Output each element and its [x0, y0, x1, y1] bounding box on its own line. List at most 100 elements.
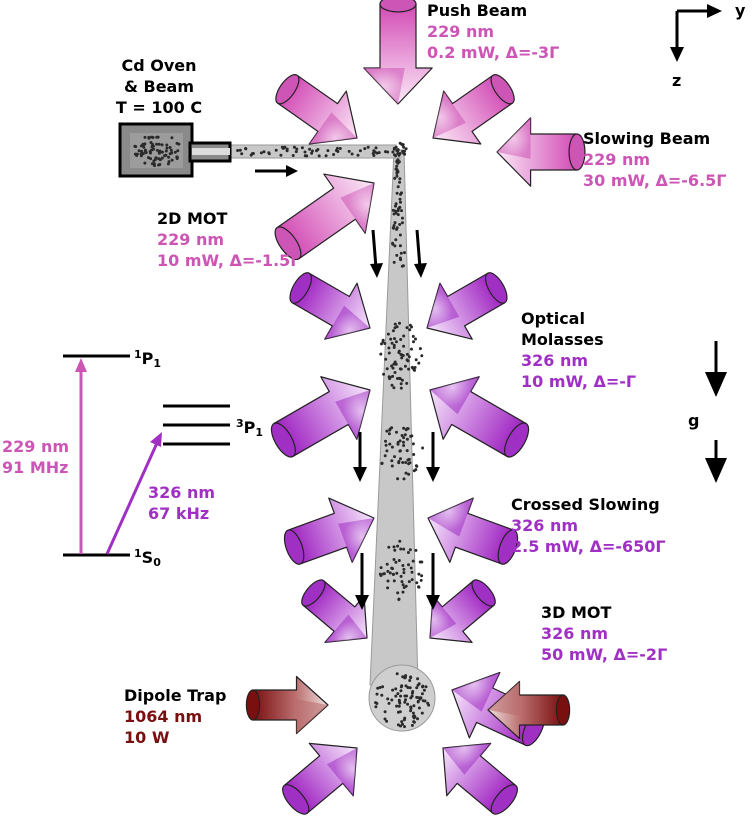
dipole-trap-label: Dipole Trap 1064 nm 10 W	[124, 686, 227, 747]
atom-dot	[381, 340, 385, 343]
atom-dot	[411, 334, 415, 338]
atom-dot	[399, 200, 402, 204]
atom-dot	[395, 325, 399, 329]
atom-dot	[399, 192, 402, 196]
atom-dot	[420, 354, 424, 358]
atom-dot	[405, 352, 409, 356]
atom-dot	[394, 340, 398, 344]
atom-dot	[392, 545, 396, 549]
atom-dot	[391, 567, 394, 571]
atom-dot	[149, 141, 153, 144]
atom-dot	[426, 701, 430, 705]
atom-dot	[398, 205, 402, 209]
atom-dot	[404, 584, 408, 588]
atom-dot	[396, 152, 400, 155]
atom-dot	[393, 371, 397, 374]
atom-dot	[394, 238, 398, 242]
atom-dot	[419, 578, 423, 582]
push-beam-label: Push Beam 229 nm 0.2 mW, Δ=-3Γ	[427, 1, 560, 62]
atom-dot	[405, 381, 409, 385]
atom-dot	[424, 685, 428, 689]
atom-dot	[420, 574, 424, 578]
atom-dots	[133, 135, 431, 729]
crossed-beam-right	[427, 497, 519, 565]
atom-dot	[274, 148, 278, 152]
atom-dot	[279, 153, 283, 157]
atom-dot	[394, 694, 398, 698]
atom-dot	[417, 572, 421, 576]
atom-dot	[408, 679, 412, 682]
atom-dot	[168, 146, 172, 149]
atom-dot	[395, 226, 399, 230]
atom-dot	[394, 202, 398, 206]
atom-dot	[294, 150, 298, 154]
atom-dot	[396, 692, 400, 696]
atom-dot	[303, 150, 307, 154]
atom-dot	[402, 426, 406, 430]
atom-dot	[404, 698, 407, 702]
atom-dot	[401, 675, 405, 679]
atom-dot	[142, 145, 146, 149]
dipole-beam-right	[487, 680, 571, 740]
atom-dot	[295, 147, 299, 151]
level-label-1s0: 1S0	[134, 547, 161, 569]
atom-dot	[412, 720, 416, 724]
atom-dot	[395, 672, 399, 676]
atom-dot	[379, 352, 383, 356]
molasses-beam-upper-right	[426, 272, 508, 340]
atom-dot	[420, 692, 424, 696]
atom-dot	[168, 152, 172, 156]
atom-dot	[409, 676, 413, 680]
atom-dot	[392, 224, 396, 227]
mot3d-beam-lower-right	[442, 742, 518, 815]
atom-dot	[409, 706, 413, 710]
atom-dot	[403, 149, 406, 153]
atom-dot	[402, 444, 406, 447]
atom-dot	[378, 686, 382, 689]
atom-dot	[374, 701, 378, 705]
atom-dot	[422, 688, 426, 692]
atom-dot	[390, 445, 394, 449]
motion-arrows	[255, 165, 440, 610]
atom-beam-funnel	[369, 149, 419, 686]
atom-dot	[400, 580, 404, 584]
atom-dot	[397, 160, 401, 164]
atom-dot	[395, 704, 399, 708]
atom-dot	[402, 436, 406, 440]
atom-dot	[324, 154, 328, 158]
atom-dot	[310, 149, 314, 153]
atom-dot	[382, 372, 386, 376]
atom-dot	[316, 148, 320, 151]
atom-dot	[393, 337, 396, 341]
atom-dot	[407, 563, 410, 567]
atom-dot	[400, 356, 404, 360]
atom-dot	[416, 700, 420, 704]
atom-dot	[300, 146, 304, 150]
atom-dot	[417, 585, 421, 589]
atom-dot	[376, 686, 380, 690]
atom-dot	[175, 155, 179, 159]
atom-dot	[391, 150, 395, 154]
atom-dot	[399, 689, 403, 693]
atom-dot	[390, 459, 394, 463]
atom-dot	[386, 586, 390, 590]
atom-dot	[388, 428, 392, 432]
atom-dot	[406, 458, 410, 462]
atom-dot	[412, 469, 416, 473]
atom-dot	[244, 147, 248, 151]
atom-dot	[377, 151, 381, 155]
atom-dot	[141, 152, 145, 156]
atom-dot	[157, 157, 161, 161]
atom-dot	[398, 180, 402, 184]
atom-dot	[400, 353, 404, 357]
atom-dot	[175, 141, 179, 145]
atom-dot	[396, 477, 400, 481]
atom-dot	[395, 149, 399, 153]
atom-dot	[401, 143, 404, 147]
atom-dot	[402, 344, 406, 348]
atom-dot	[412, 704, 416, 708]
atom-dot	[400, 209, 403, 213]
atom-dot	[402, 571, 406, 575]
atom-dot	[281, 146, 285, 150]
atom-dot	[391, 573, 395, 576]
